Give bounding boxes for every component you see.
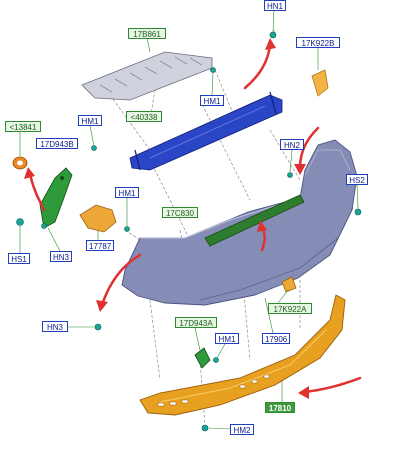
label-hs1: HS1 (8, 253, 30, 264)
label-40338: <40338 (126, 111, 162, 122)
label-17c830: 17C830 (162, 207, 198, 218)
label-hs2: HS2 (346, 174, 368, 185)
label-hm1-c: HM1 (115, 187, 139, 198)
energy-absorber (204, 194, 305, 247)
seal-ring (12, 156, 28, 170)
label-hm1-a: HM1 (200, 95, 224, 106)
label-hm1-d: HM1 (215, 333, 239, 344)
lower-spoiler (139, 294, 346, 416)
label-17k922a: 17K922A (268, 303, 312, 314)
label-hm1-b: HM1 (78, 115, 102, 126)
label-hn3-a: HN3 (50, 251, 72, 262)
lower-bracket (194, 347, 211, 369)
label-17d943b: 17D943B (36, 138, 78, 149)
label-17d943a: 17D943A (175, 317, 217, 328)
label-17787: 17787 (86, 240, 114, 251)
label-17b861: 17B861 (128, 28, 166, 39)
left-lower-bracket (79, 204, 117, 233)
label-17906: 17906 (262, 333, 290, 344)
lower-right-bracket (281, 276, 297, 293)
label-hn1-top: HN1 (264, 0, 286, 11)
bumper-reinforcement-beam (129, 91, 283, 171)
label-17k922b: 17K922B (296, 37, 340, 48)
label-hn3-b: HN3 (42, 321, 68, 332)
upper-mounting-bracket (81, 51, 213, 101)
upper-right-bracket (311, 69, 329, 97)
label-hn2: HN2 (280, 139, 304, 150)
left-side-bracket (39, 167, 73, 229)
label-hm2: HM2 (230, 424, 254, 435)
label-17810: 17810 (265, 402, 295, 413)
red-arrow-heads (24, 38, 309, 399)
label-13841: <13841 (5, 121, 41, 132)
